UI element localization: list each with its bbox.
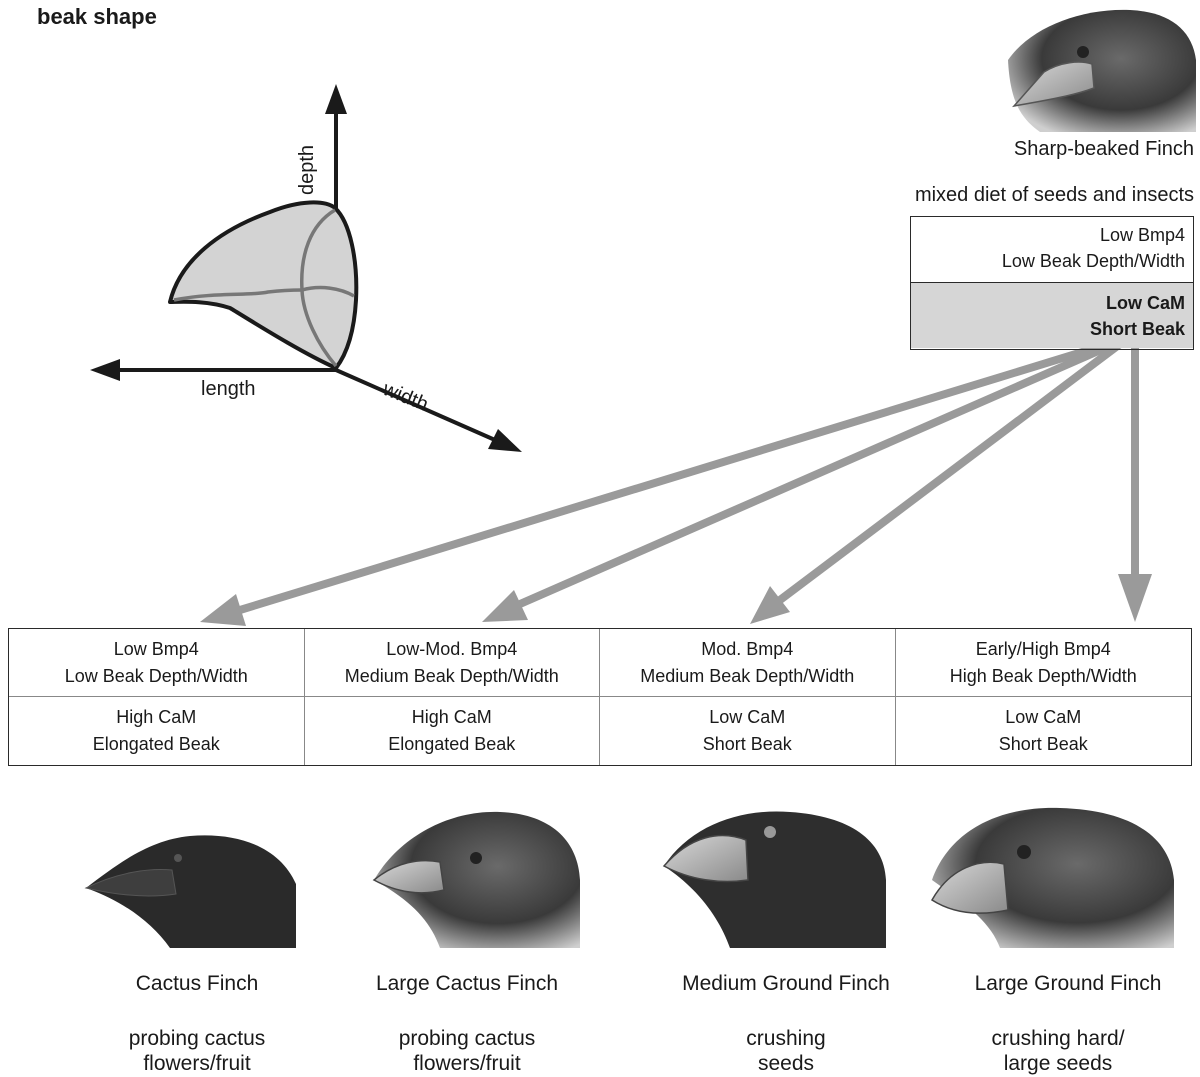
medium-ground-finch-image bbox=[664, 811, 886, 948]
arrow-to-large-ground-finch bbox=[1118, 338, 1152, 622]
bird-diet-large-ground-finch: crushing hard/ large seeds bbox=[918, 1026, 1198, 1076]
cell-depth-text: Low Beak Depth/Width bbox=[65, 663, 248, 690]
top-cam-label: Low CaM bbox=[911, 290, 1185, 316]
cell-bmp-text: Low Bmp4 bbox=[114, 636, 199, 663]
diet-line-1: probing cactus bbox=[57, 1026, 337, 1051]
cell-depth-text: Medium Beak Depth/Width bbox=[640, 663, 854, 690]
top-cam-row: Low CaM Short Beak bbox=[911, 283, 1193, 348]
sharp-beaked-finch-image bbox=[1008, 10, 1196, 132]
bird-name-cactus-finch: Cactus Finch bbox=[57, 972, 337, 996]
cell-beak-text: Elongated Beak bbox=[93, 731, 220, 758]
table-cell-bmp: Low-Mod. Bmp4 Medium Beak Depth/Width bbox=[305, 629, 601, 697]
table-cell-bmp: Mod. Bmp4 Medium Beak Depth/Width bbox=[600, 629, 896, 697]
cactus-finch-image bbox=[86, 835, 296, 948]
bird-diet-cactus-finch: probing cactus flowers/fruit bbox=[57, 1026, 337, 1076]
top-bird-diet: mixed diet of seeds and insects bbox=[794, 184, 1194, 207]
diet-line-1: crushing bbox=[646, 1026, 926, 1051]
cell-beak-text: Short Beak bbox=[703, 731, 792, 758]
table-cell-cam: High CaM Elongated Beak bbox=[9, 697, 305, 765]
cell-bmp-text: Low-Mod. Bmp4 bbox=[386, 636, 517, 663]
diet-line-1: crushing hard/ bbox=[918, 1026, 1198, 1051]
diet-line-1: probing cactus bbox=[327, 1026, 607, 1051]
top-bird-gene-box: Low Bmp4 Low Beak Depth/Width Low CaM Sh… bbox=[910, 216, 1194, 350]
cell-cam-text: Low CaM bbox=[1005, 704, 1081, 731]
cell-depth-text: High Beak Depth/Width bbox=[950, 663, 1137, 690]
cell-bmp-text: Mod. Bmp4 bbox=[701, 636, 793, 663]
depth-axis-label: depth bbox=[296, 145, 319, 195]
finch-gene-table: Low Bmp4 Low Beak Depth/Width Low-Mod. B… bbox=[8, 628, 1192, 766]
cell-bmp-text: Early/High Bmp4 bbox=[976, 636, 1111, 663]
bird-diet-medium-ground-finch: crushing seeds bbox=[646, 1026, 926, 1076]
axis-width bbox=[336, 370, 522, 452]
table-cell-cam: Low CaM Short Beak bbox=[896, 697, 1192, 765]
beak-3d-sketch bbox=[170, 202, 356, 368]
bird-name-large-cactus-finch: Large Cactus Finch bbox=[327, 972, 607, 996]
cell-cam-text: High CaM bbox=[116, 704, 196, 731]
arrow-to-cactus-finch bbox=[200, 338, 1128, 626]
cell-beak-text: Short Beak bbox=[999, 731, 1088, 758]
table-cell-cam: Low CaM Short Beak bbox=[600, 697, 896, 765]
large-ground-finch-image bbox=[932, 808, 1174, 948]
top-depth-label: Low Beak Depth/Width bbox=[911, 248, 1185, 274]
top-bmp-row: Low Bmp4 Low Beak Depth/Width bbox=[911, 217, 1193, 283]
top-bird-name: Sharp-beaked Finch bbox=[874, 138, 1194, 161]
bird-name-large-ground-finch: Large Ground Finch bbox=[928, 972, 1200, 996]
table-cell-bmp: Early/High Bmp4 High Beak Depth/Width bbox=[896, 629, 1192, 697]
diet-line-2: seeds bbox=[646, 1051, 926, 1076]
diet-line-2: flowers/fruit bbox=[57, 1051, 337, 1076]
length-axis-label: length bbox=[201, 378, 256, 401]
table-cell-cam: High CaM Elongated Beak bbox=[305, 697, 601, 765]
large-cactus-finch-image bbox=[374, 812, 580, 948]
cell-beak-text: Elongated Beak bbox=[388, 731, 515, 758]
bird-name-medium-ground-finch: Medium Ground Finch bbox=[646, 972, 926, 996]
cell-cam-text: High CaM bbox=[412, 704, 492, 731]
top-bmp-label: Low Bmp4 bbox=[911, 222, 1185, 248]
cell-cam-text: Low CaM bbox=[709, 704, 785, 731]
diet-line-2: large seeds bbox=[918, 1051, 1198, 1076]
table-cell-bmp: Low Bmp4 Low Beak Depth/Width bbox=[9, 629, 305, 697]
cell-depth-text: Medium Beak Depth/Width bbox=[345, 663, 559, 690]
bird-diet-large-cactus-finch: probing cactus flowers/fruit bbox=[327, 1026, 607, 1076]
top-beak-label: Short Beak bbox=[911, 316, 1185, 342]
diet-line-2: flowers/fruit bbox=[327, 1051, 607, 1076]
